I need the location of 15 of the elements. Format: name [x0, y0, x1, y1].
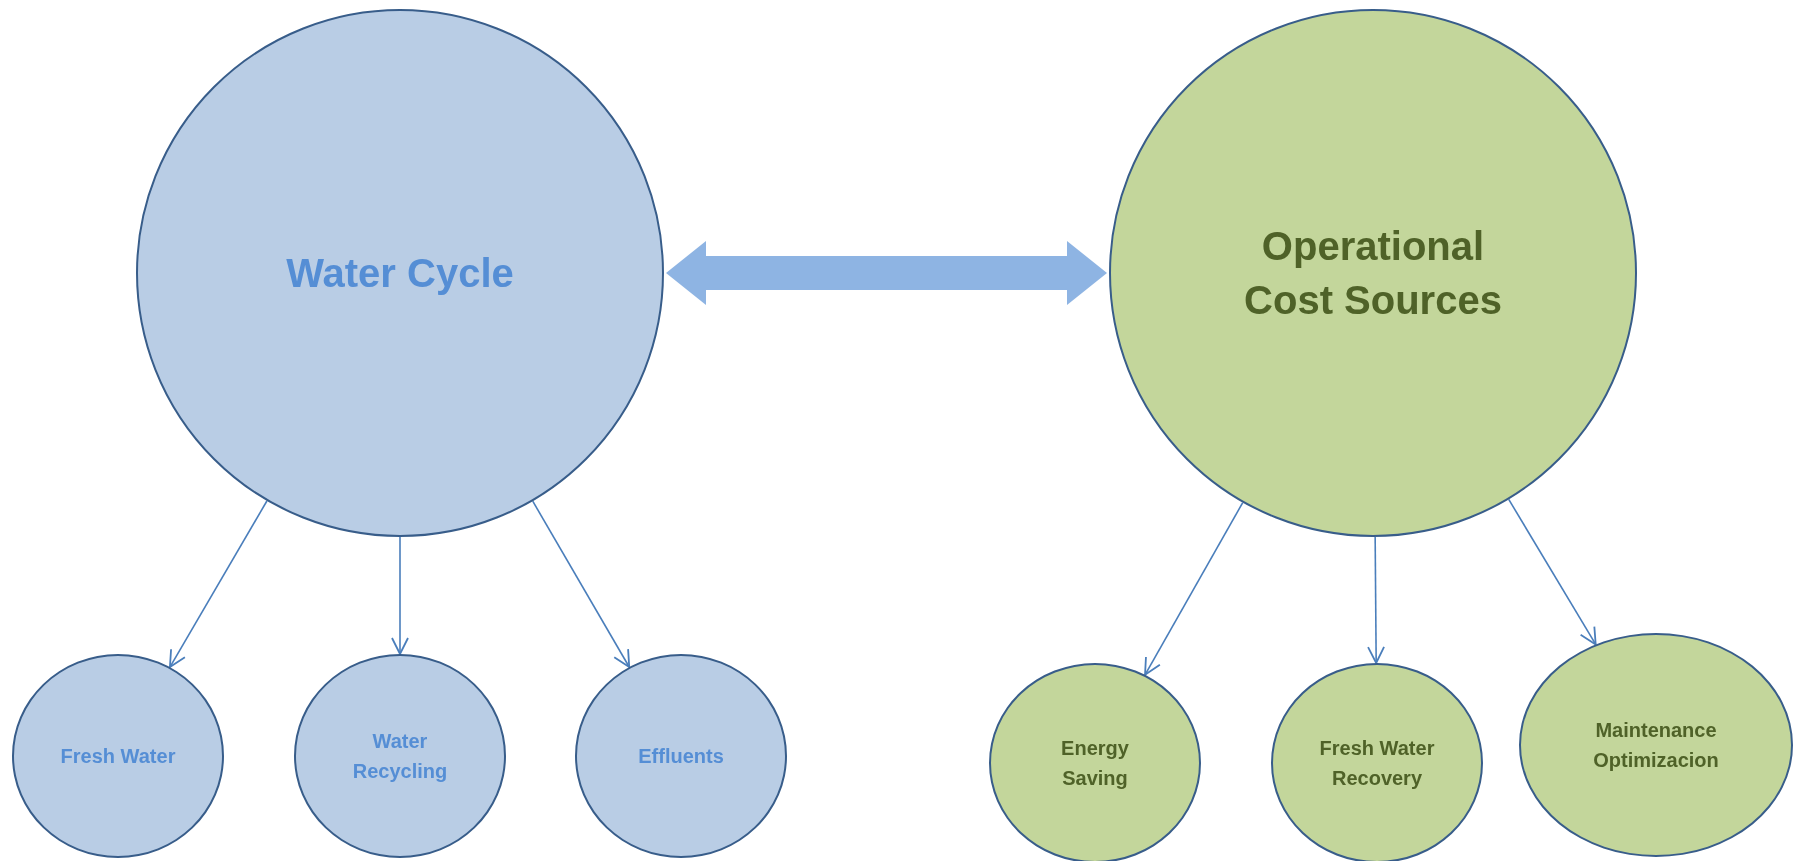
node-label: Effluents: [638, 744, 724, 769]
arrow: [169, 500, 268, 668]
arrow: [1507, 498, 1597, 646]
node-label: Operational Cost Sources: [1243, 223, 1503, 324]
node-label: Maintenance Optimizacion: [1592, 718, 1720, 773]
arrow: [391, 536, 409, 655]
node-label: Water Cycle: [286, 250, 514, 297]
arrow: [1144, 501, 1244, 676]
arrow: [531, 500, 631, 668]
node-label: Energy Saving: [1060, 736, 1130, 791]
node-label: Water Recycling: [351, 729, 449, 784]
node-label: Fresh Water: [60, 744, 176, 769]
node-label: Fresh Water Recovery: [1318, 736, 1436, 791]
double-arrow: [666, 241, 1107, 305]
arrow: [1367, 536, 1385, 664]
